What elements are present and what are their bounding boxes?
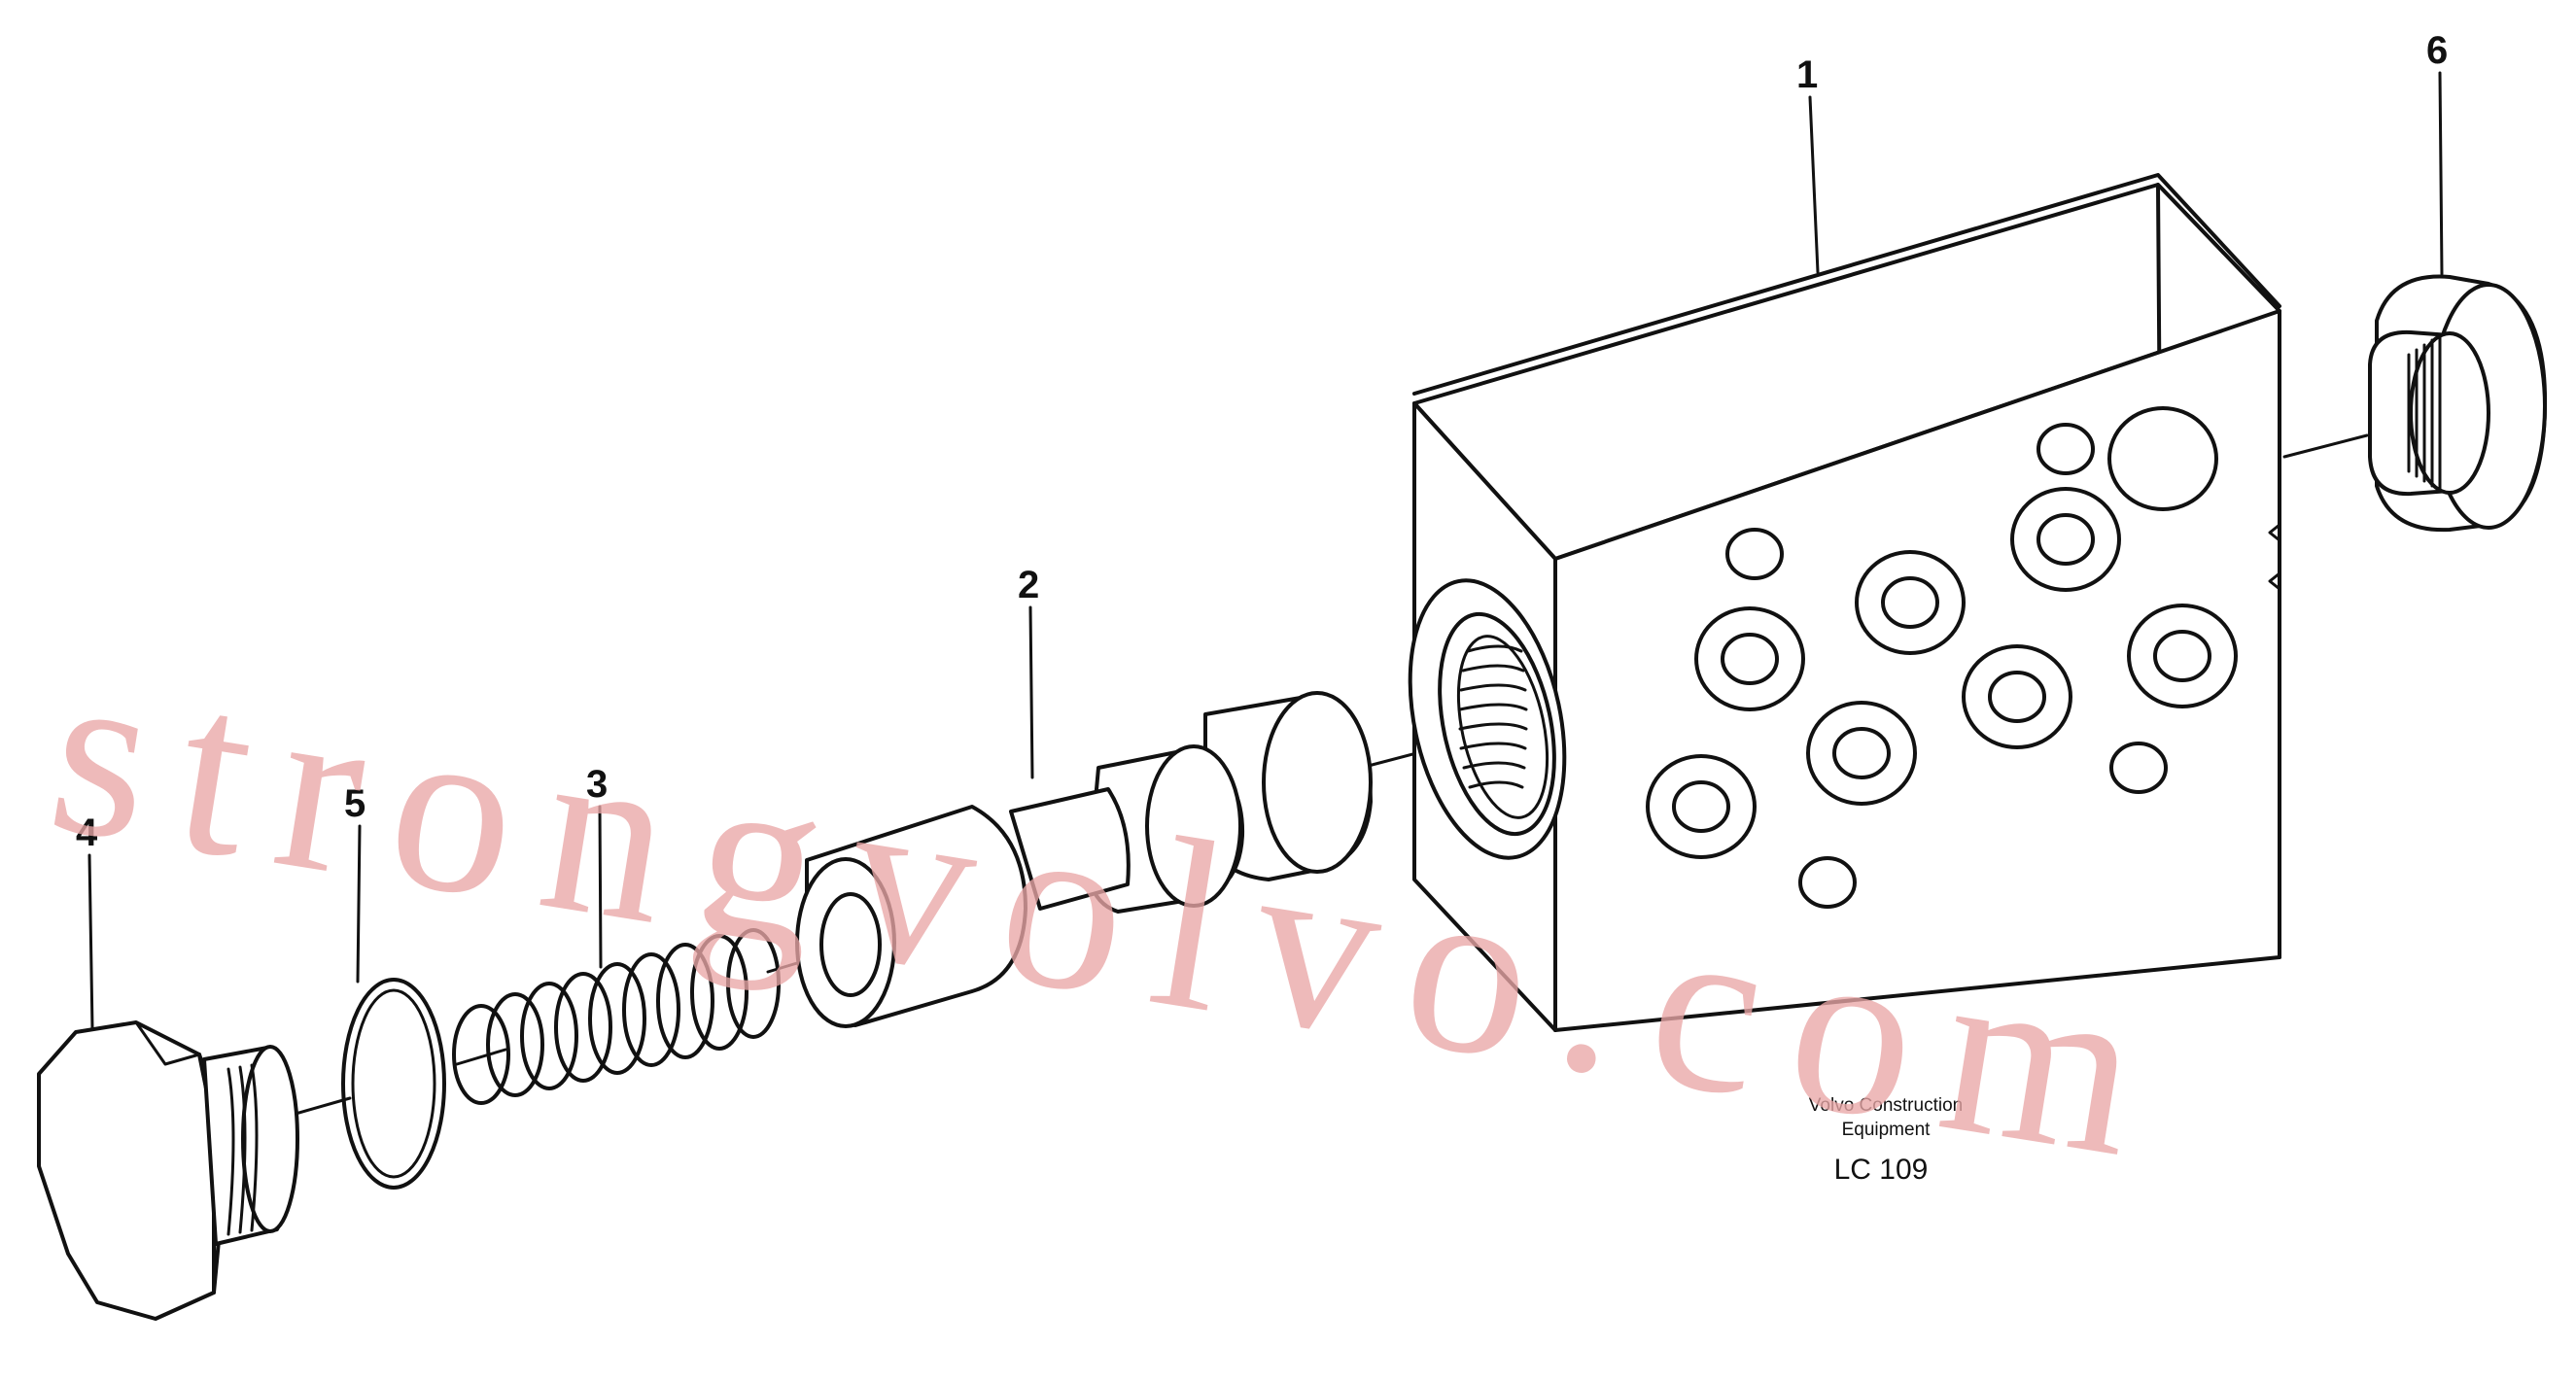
callout-6: 6: [2426, 29, 2448, 72]
callout-1: 1: [1796, 53, 1818, 96]
o-ring: [341, 978, 446, 1190]
front-face-ports: [1646, 406, 2238, 909]
diagram-caption: Volvo Construction Equipment LC 109: [1809, 1095, 1963, 1186]
end-plug: [2368, 274, 2548, 533]
hex-plug: [37, 1020, 299, 1321]
caption-line-2: Equipment: [1842, 1120, 1932, 1140]
caption-code: LC 109: [1834, 1154, 1929, 1186]
leader-lines: [87, 71, 2444, 1030]
threaded-port: [1408, 578, 1567, 860]
coil-spring: [452, 928, 781, 1105]
callout-5: 5: [344, 782, 366, 825]
valve-housing-block: [1408, 173, 2281, 1032]
caption-line-1: Volvo Construction: [1809, 1095, 1963, 1116]
valve-spool: [795, 691, 1373, 1028]
callout-2: 2: [1018, 564, 1039, 606]
callout-4: 4: [76, 811, 98, 854]
callouts: 1 6 2 3 5 4: [76, 29, 2448, 854]
callout-3: 3: [586, 763, 608, 806]
